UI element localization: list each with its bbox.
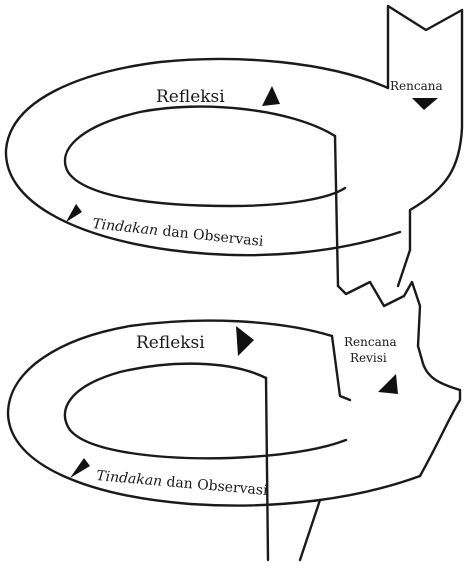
- connector-zigzag: [336, 280, 422, 348]
- cycle-2-action-rest: dan Observasi: [161, 474, 268, 499]
- cycle-2-left-column: [330, 334, 352, 402]
- cycle-2-tail: [298, 498, 322, 562]
- cycle-2-reflection-arrowhead: [236, 326, 254, 356]
- cycle-2-outer-ring: [6, 319, 422, 507]
- cycle-1-plan-column: [386, 4, 464, 288]
- cycle-1-inner-descent: [333, 134, 340, 288]
- cycle-1-reflection-arrowhead: [262, 86, 280, 106]
- cycle-1-inner-ring: [63, 105, 347, 208]
- cycle-1-action-italic: Tindakan: [92, 216, 159, 239]
- cycle-2-plan-label: Rencana: [344, 335, 397, 349]
- cycle-connector: [336, 280, 422, 348]
- cycle-2: Refleksi Rencana Revisi Tindakan dan Obs…: [6, 319, 462, 562]
- cycle-1-reflection-label: Refleksi: [156, 87, 225, 107]
- cycle-2-action-italic: Tindakan: [96, 468, 163, 490]
- cycle-1-plan-label: Rencana: [390, 79, 443, 93]
- cycle-1-outer-ring: [4, 57, 402, 257]
- cycle-2-action-arrowhead: [70, 458, 90, 478]
- cycle-2-inner-ring: [63, 362, 348, 460]
- cycle-1-action-label: Tindakan dan Observasi: [92, 216, 265, 250]
- cycle-2-inner-descent: [264, 376, 270, 562]
- cycle-2-plan-label-line2: Revisi: [350, 351, 387, 365]
- cycle-1: Refleksi Rencana Tindakan dan Observasi: [4, 4, 464, 288]
- cycle-2-plan-arrowhead: [378, 374, 398, 394]
- cycle-1-plan-arrowhead: [412, 98, 438, 110]
- cycle-2-reflection-label: Refleksi: [136, 333, 205, 353]
- cycle-2-plan-column: [416, 344, 462, 478]
- cycle-1-action-arrowhead: [66, 204, 82, 222]
- cycle-1-action-rest: dan Observasi: [157, 223, 264, 250]
